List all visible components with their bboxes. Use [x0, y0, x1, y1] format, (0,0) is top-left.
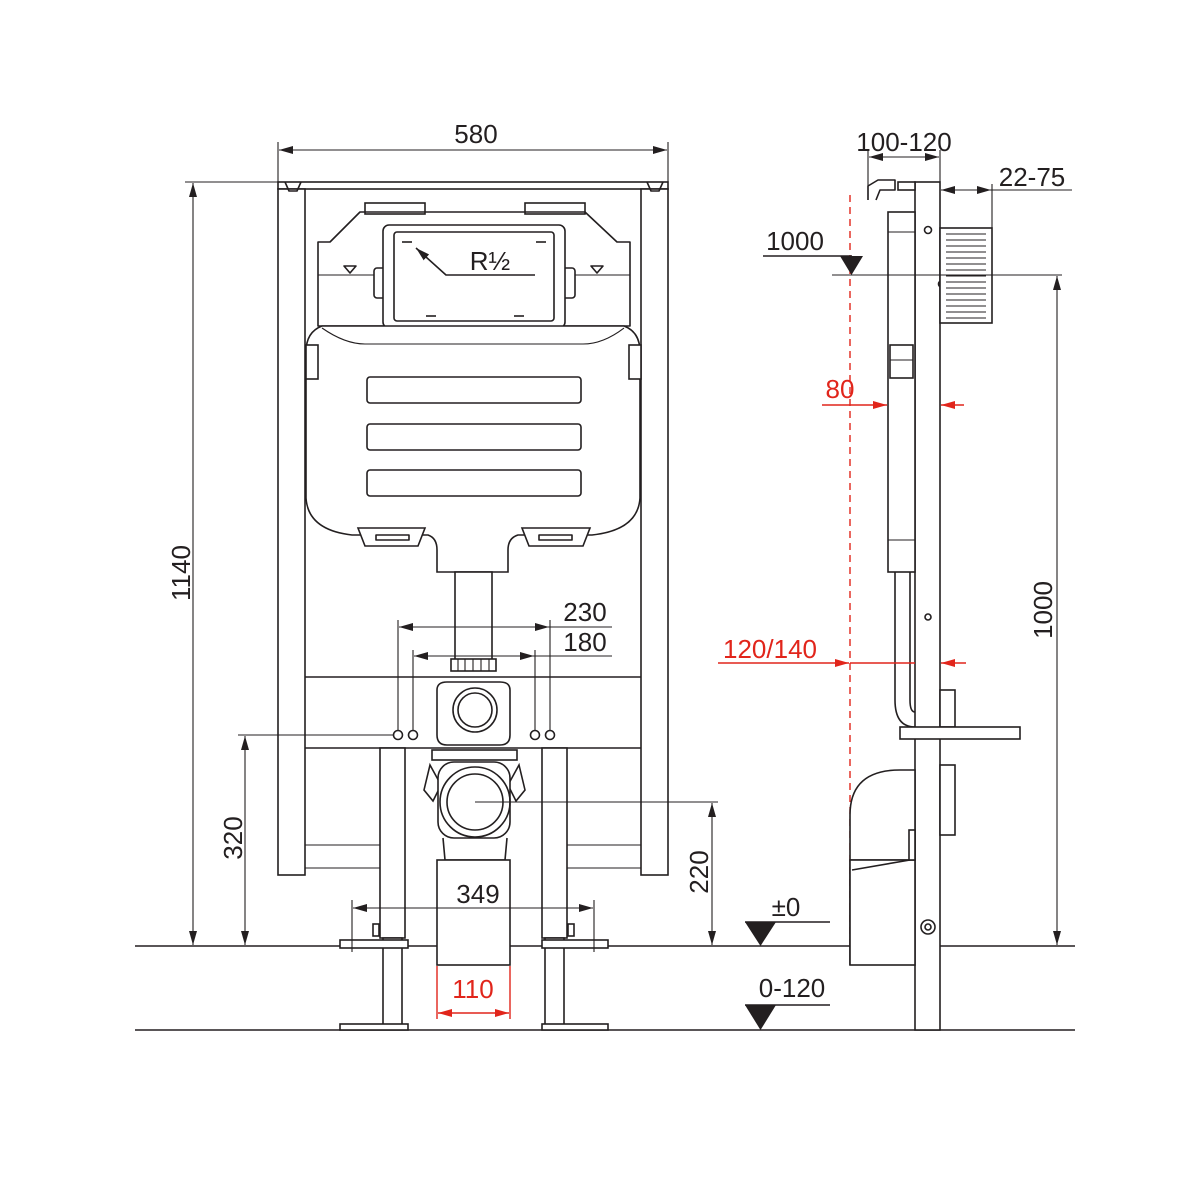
wall-bracket: [867, 179, 896, 201]
adjust-screw: [920, 919, 936, 935]
stud-outer-label: 230: [563, 597, 606, 627]
frame-hole: [923, 225, 933, 235]
side-top-cap: [897, 181, 916, 191]
stud-height-label: 320: [218, 816, 248, 859]
stud-hole: [407, 729, 419, 741]
bottom-notch-slot: [538, 534, 573, 541]
top-hook-right: [646, 181, 664, 192]
flush-pipe: [436, 571, 511, 746]
lower-bracket: [939, 764, 956, 836]
cistern-level-label: 1000: [766, 226, 824, 256]
top-hook-left: [284, 181, 302, 192]
waste-elbow-bend: [849, 769, 916, 965]
floor-level-label: ±0: [772, 892, 801, 922]
waste-clip-right: [507, 762, 526, 803]
thread-leader-arrow: [415, 247, 535, 276]
bottom-notch-left: [356, 527, 427, 547]
flush-outlet: [457, 692, 493, 728]
front-dimensions: 580 1140 320 220 230 180: [166, 119, 718, 1019]
stud-inner-label: 180: [563, 627, 606, 657]
frame-hole: [924, 613, 932, 621]
side-cistern-body: [887, 211, 916, 573]
flush-outlet-housing: [436, 681, 511, 746]
side-bracket-right: [628, 344, 642, 380]
stud-hole: [529, 729, 541, 741]
flush-outlet-ring: [452, 687, 498, 733]
level-marker-icon: [590, 265, 604, 274]
right-post: [640, 188, 669, 876]
waste-pipe: [436, 859, 511, 966]
side-cistern: [887, 211, 916, 728]
cistern-slot: [366, 423, 582, 451]
side-cistern-valve: [889, 344, 914, 379]
side-dimensions: 100-120 22-75 1000 1000 80 120/140: [718, 127, 1072, 1030]
waste-offset-label: 120/140: [723, 634, 817, 664]
cistern-slot: [366, 376, 582, 404]
flush-offset-label: 80: [826, 374, 855, 404]
leg-bolt: [567, 923, 575, 937]
floor-level-triangle-icon: [745, 922, 776, 946]
side-bracket-left: [305, 344, 319, 380]
leg-bolt: [372, 923, 380, 937]
stud-hole: [544, 729, 556, 741]
top-clip-right: [524, 202, 586, 215]
frame: [277, 181, 669, 876]
cistern-height-label: 1000: [1028, 581, 1058, 639]
side-frame: [867, 179, 947, 1031]
side-bowl-bracket: [899, 689, 1021, 836]
side-waste-elbow: [849, 769, 916, 966]
waste-elbow: [423, 749, 526, 966]
side-waste-pipe: [849, 859, 916, 966]
cistern-shoulder-line: [321, 327, 625, 345]
adjust-screw-center: [924, 923, 932, 931]
waste-transition: [442, 837, 508, 861]
access-opening-inner: [393, 231, 555, 322]
level-triangle-icon: [840, 256, 863, 275]
waste-clip: [908, 829, 916, 861]
flush-pipe-body: [454, 571, 493, 661]
waste-bracket-top: [431, 749, 518, 761]
leg-right-extension: [544, 937, 565, 1027]
leg-right: [541, 747, 568, 939]
side-flush-pipe-inner: [909, 572, 916, 713]
height-label: 1140: [166, 545, 196, 601]
waste-pipe-edge: [851, 859, 911, 871]
cistern: R½: [305, 202, 642, 573]
thread-label: R½: [470, 246, 510, 276]
base-plate-right: [541, 1023, 609, 1031]
side-post: [914, 181, 941, 1031]
bracket-upright: [939, 689, 956, 728]
foot-plate-left: [339, 939, 409, 949]
waste-diameter-label: 110: [452, 974, 493, 1004]
width-label: 580: [454, 119, 497, 149]
cistern-slot: [366, 469, 582, 497]
bottom-notch-slot: [375, 534, 410, 541]
side-view: 100-120 22-75 1000 1000 80 120/140: [718, 127, 1072, 1031]
feet-width-label: 349: [456, 879, 499, 909]
base-plate-left: [339, 1023, 409, 1031]
access-opening: [382, 224, 566, 329]
bowl-support-plate: [899, 726, 1021, 740]
level-marker-icon: [343, 265, 357, 274]
left-post: [277, 188, 306, 876]
top-rail: [277, 181, 669, 190]
stud-hole: [392, 729, 404, 741]
waste-height-label: 220: [684, 850, 714, 893]
top-clip-left: [364, 202, 426, 215]
leg-left-extension: [382, 937, 403, 1027]
depth-label: 100-120: [856, 127, 951, 157]
foot-plate-right: [541, 939, 609, 949]
front-view: R½: [166, 119, 718, 1031]
floor-adjust-label: 0-120: [759, 973, 826, 1003]
cistern-lower-body: [305, 325, 641, 573]
plate-offset-label: 22-75: [999, 162, 1066, 192]
side-flush-pipe-outer: [894, 572, 916, 728]
floor-adjust-triangle-icon: [745, 1005, 776, 1030]
bottom-notch-right: [520, 527, 592, 547]
leg-left: [379, 747, 406, 939]
mounting-studs: [392, 729, 556, 741]
